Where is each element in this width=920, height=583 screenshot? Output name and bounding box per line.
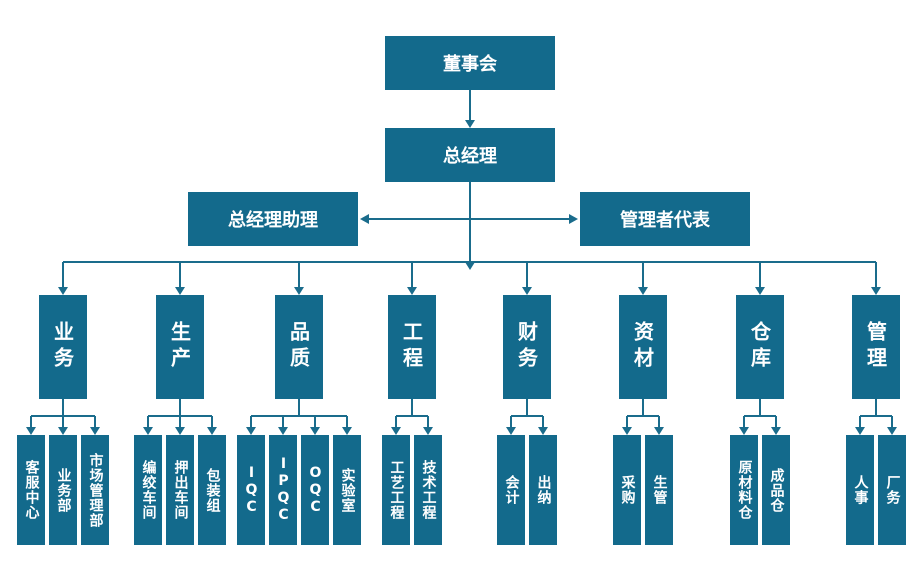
arrow-down-icon	[871, 287, 881, 295]
arrow-down-icon	[465, 120, 475, 128]
management-rep-box: 管理者代表	[580, 192, 750, 246]
arrow-down-icon	[622, 427, 632, 435]
arrow-down-icon	[407, 287, 417, 295]
arrow-down-icon	[522, 287, 532, 295]
arrow-down-icon	[423, 427, 433, 435]
arrow-down-icon	[294, 287, 304, 295]
sub-department-box: 客服中心	[17, 435, 45, 545]
arrow-down-icon	[175, 427, 185, 435]
sub-department-box: 包装组	[198, 435, 226, 545]
sub-department-box: OQC	[301, 435, 329, 545]
arrow-down-icon	[855, 427, 865, 435]
sub-department-box: 业务部	[49, 435, 77, 545]
arrow-down-icon	[246, 427, 256, 435]
department-box: 财务	[503, 295, 551, 399]
arrow-down-icon	[506, 427, 516, 435]
arrow-down-icon	[739, 427, 749, 435]
arrow-down-icon	[278, 427, 288, 435]
sub-department-box: 厂务	[878, 435, 906, 545]
sub-department-box: 原材料仓	[730, 435, 758, 545]
arrow-down-icon	[391, 427, 401, 435]
arrow-down-icon	[310, 427, 320, 435]
department-box: 生产	[156, 295, 204, 399]
department-box: 工程	[388, 295, 436, 399]
sub-department-box: IQC	[237, 435, 265, 545]
general-manager-box: 总经理	[385, 128, 555, 182]
arrow-down-icon	[638, 287, 648, 295]
arrow-down-icon	[207, 427, 217, 435]
arrow-down-icon	[175, 287, 185, 295]
sub-department-box: 会计	[497, 435, 525, 545]
department-box: 仓库	[736, 295, 784, 399]
assistant-gm-box: 总经理助理	[188, 192, 358, 246]
arrow-down-icon	[887, 427, 897, 435]
arrow-down-icon	[465, 262, 475, 270]
sub-department-box: 成品仓	[762, 435, 790, 545]
sub-department-box: 技术工程	[414, 435, 442, 545]
arrow-down-icon	[143, 427, 153, 435]
arrow-down-icon	[755, 287, 765, 295]
sub-department-box: 市场管理部	[81, 435, 109, 545]
sub-department-box: 工艺工程	[382, 435, 410, 545]
arrow-down-icon	[342, 427, 352, 435]
department-box: 业务	[39, 295, 87, 399]
arrow-down-icon	[58, 427, 68, 435]
arrow-down-icon	[90, 427, 100, 435]
sub-department-box: 采购	[613, 435, 641, 545]
sub-department-box: 实验室	[333, 435, 361, 545]
arrow-down-icon	[771, 427, 781, 435]
department-box: 管理	[852, 295, 900, 399]
arrow-right-icon	[569, 214, 578, 224]
sub-department-box: 出纳	[529, 435, 557, 545]
arrow-down-icon	[538, 427, 548, 435]
department-box: 品质	[275, 295, 323, 399]
sub-department-box: IPQC	[269, 435, 297, 545]
sub-department-box: 押出车间	[166, 435, 194, 545]
sub-department-box: 编绞车间	[134, 435, 162, 545]
sub-department-box: 生管	[645, 435, 673, 545]
sub-department-box: 人事	[846, 435, 874, 545]
board-box: 董事会	[385, 36, 555, 90]
department-box: 资材	[619, 295, 667, 399]
arrow-left-icon	[360, 214, 369, 224]
arrow-down-icon	[58, 287, 68, 295]
arrow-down-icon	[654, 427, 664, 435]
arrow-down-icon	[26, 427, 36, 435]
